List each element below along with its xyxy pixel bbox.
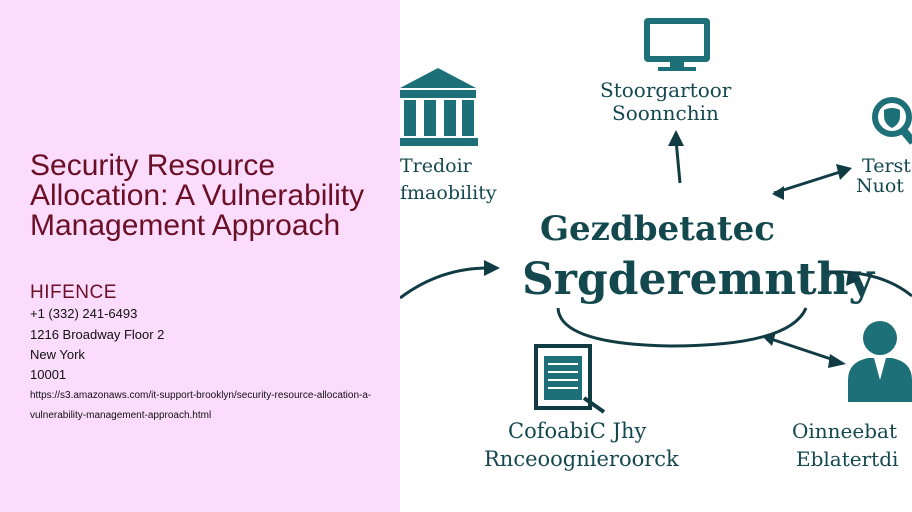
- search-shield-icon: [872, 97, 912, 145]
- person-icon: [848, 321, 912, 402]
- right-label-line2: Nuot: [856, 175, 904, 197]
- arrow-bottomright-icon: [762, 332, 846, 368]
- bank-icon: [400, 68, 478, 146]
- company-name: HIFENCE: [30, 282, 117, 303]
- top-label-line2: Soonnchin: [612, 101, 719, 125]
- document-icon: [534, 344, 606, 414]
- left-label-line1: Tredoir: [400, 155, 473, 177]
- left-label-line2: fmaobility: [400, 182, 497, 204]
- bottom-label-line1: CofoabiC Jhy: [508, 419, 646, 443]
- source-link[interactable]: https://s3.amazonaws.com/it-support-broo…: [30, 390, 372, 421]
- arrow-upright-icon: [772, 164, 852, 200]
- arrow-left-in-icon: [400, 260, 500, 300]
- city: New York: [30, 347, 85, 362]
- bottom-label-line2: Rnceoognieroorck: [484, 447, 679, 471]
- right-label-line1: Terster: [862, 155, 912, 177]
- arrow-up-icon: [668, 130, 684, 184]
- bottomright-label-line1: Oinneebat: [792, 419, 897, 443]
- center-arc: [556, 307, 808, 348]
- street-address: 1216 Broadway Floor 2: [30, 327, 165, 342]
- center-label-line2: Srgderemnthy: [522, 254, 876, 305]
- diagram-panel: Stoorgartoor Soonnchin Tredoir fmaobilit…: [400, 0, 912, 512]
- center-label-line1: Gezdbetatec: [540, 209, 775, 249]
- zip-code: 10001: [30, 367, 67, 382]
- monitor-icon: [644, 18, 710, 71]
- arrow-right-curve-icon: [827, 270, 912, 298]
- bottomright-label-line2: Eblatertdi: [796, 447, 898, 471]
- left-panel: Security Resource Allocation: A Vulnerab…: [0, 0, 400, 512]
- page-title: Security Resource Allocation: A Vulnerab…: [30, 149, 365, 242]
- phone-number[interactable]: +1 (332) 241-6493: [30, 306, 138, 321]
- top-label-line1: Stoorgartoor: [600, 78, 732, 102]
- diagram-illustration: Stoorgartoor Soonnchin Tredoir fmaobilit…: [400, 18, 912, 471]
